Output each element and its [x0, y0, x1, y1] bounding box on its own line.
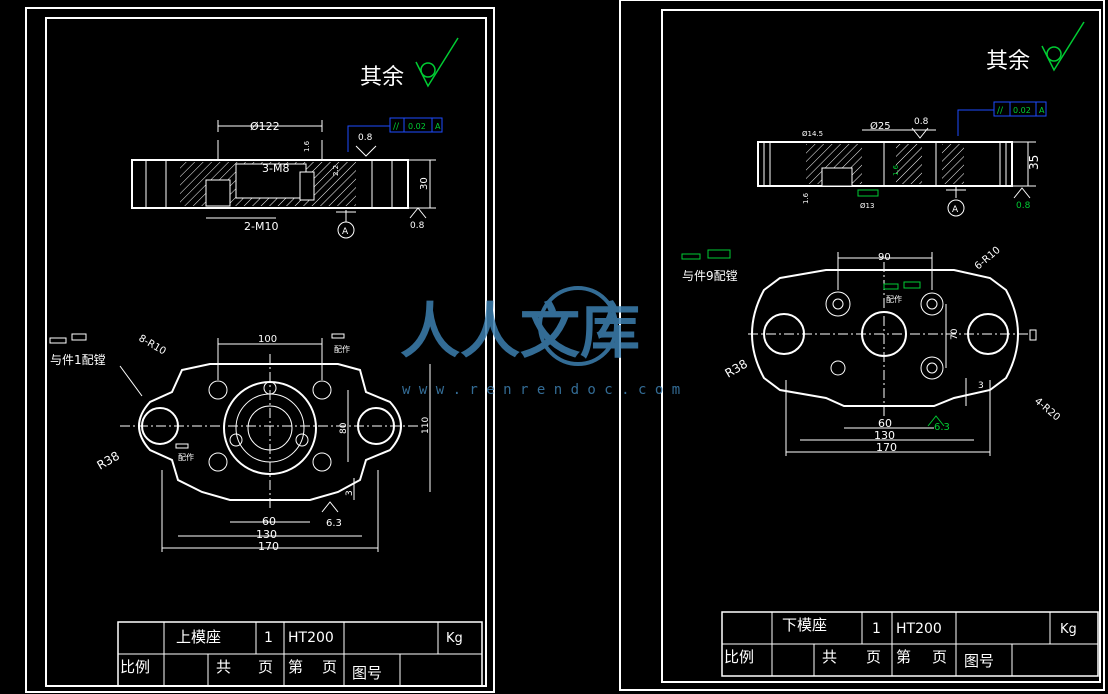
roughness-right: 0.8 — [410, 221, 425, 231]
plan-symbols — [49, 333, 345, 513]
sheet-left: 其余 Ø122 — [25, 7, 495, 693]
unit-right: Kg — [1060, 622, 1077, 637]
dim-hole: Ø14.5 — [802, 130, 823, 138]
material-right: HT200 — [896, 621, 942, 637]
page-label: 页 — [258, 658, 273, 676]
sheet-label-right: 第 — [896, 648, 911, 666]
thread-bottom: 2-M10 — [244, 220, 278, 233]
dim-130: 130 — [256, 528, 277, 541]
dim-170-right: 170 — [876, 441, 897, 454]
roughness-plan-right: 6.3 — [934, 422, 950, 433]
sheet-label: 第 — [288, 658, 303, 676]
section-view-right — [757, 129, 1036, 217]
surface-note: 其余 — [360, 65, 404, 90]
note-mate-right: 与件9配镗 — [682, 269, 738, 283]
scale-label: 比例 — [120, 658, 150, 676]
note-mate: 与件1配镗 — [50, 353, 106, 367]
watermark: 人人文库 w w w . r e n r e n d o c . c o m — [400, 286, 680, 398]
watermark-logo-icon — [538, 286, 618, 366]
title-block-right — [721, 611, 1099, 677]
dim-60: 60 — [262, 515, 276, 528]
fillet-top: 6-R10 — [973, 245, 1003, 272]
roughness-top: 0.8 — [358, 133, 373, 143]
page-label-right: 页 — [866, 648, 881, 666]
plan-view — [120, 338, 431, 552]
radius-label: R38 — [95, 449, 122, 473]
note-pin-top: 配作 — [334, 344, 350, 354]
part-name-right: 下模座 — [782, 616, 827, 634]
datum-label-right: A — [952, 205, 959, 215]
roughness-symbol-icon — [1041, 21, 1085, 72]
fillet-bottom: 4-R20 — [1032, 396, 1062, 423]
part-name: 上模座 — [176, 628, 221, 646]
tolerance-frame: // A — [347, 117, 443, 152]
dim-60-right: 60 — [878, 417, 892, 430]
plan-view-right — [681, 249, 1037, 456]
roughness-side-right: 1.6 — [802, 192, 810, 204]
roughness-symbol-icon — [415, 37, 459, 88]
datum-label: A — [342, 227, 349, 237]
roughness-side: 1.6 — [303, 140, 311, 152]
dim-90: 90 — [878, 252, 891, 263]
dim-80: 80 — [339, 422, 349, 434]
watermark-url: w w w . r e n r e n d o c . c o m — [402, 382, 680, 398]
sheet-right-inner-border — [661, 9, 1101, 683]
surface-note-right: 其余 — [986, 49, 1030, 74]
dim-170: 170 — [258, 540, 279, 553]
page-label-2: 页 — [322, 658, 337, 676]
dim-height: 30 — [419, 177, 430, 190]
dim-70: 70 — [950, 328, 960, 340]
drawing-no-label: 图号 — [352, 664, 382, 682]
tolerance-value-right: 0.02 — [1013, 106, 1031, 115]
tolerance-frame-right: // A — [957, 101, 1047, 136]
sheet-right: 其余 Ø25 Ø14.5 Ø1 — [619, 0, 1105, 691]
dim-3: 3 — [345, 490, 355, 496]
dim-width-right: Ø25 — [870, 120, 891, 132]
roughness-mid-right: 1.6 — [892, 164, 900, 176]
fillet-label: 8-R10 — [137, 333, 168, 357]
title-block-left — [117, 621, 483, 687]
page-label-2-right: 页 — [932, 648, 947, 666]
roughness-right-right: 0.8 — [1016, 201, 1031, 211]
watermark-brand: 人人文库 — [400, 297, 640, 367]
dim-3-right: 3 — [978, 381, 984, 391]
dim-130-right: 130 — [874, 429, 895, 442]
svg-text://: // — [393, 122, 400, 132]
sheet-right-outer-border — [619, 0, 1105, 691]
dim-width: Ø122 — [250, 120, 280, 133]
tolerance-value: 0.02 — [408, 122, 426, 131]
tolerance-datum: A — [435, 122, 441, 131]
note-pin-right: 配作 — [886, 294, 902, 304]
svg-text://: // — [997, 106, 1004, 116]
unit: Kg — [446, 631, 463, 646]
dim-height-right: 35 — [1027, 155, 1041, 170]
qty-right: 1 — [872, 621, 881, 637]
tolerance-datum-right: A — [1039, 106, 1045, 115]
roughness-top-right: 0.8 — [914, 117, 929, 127]
dim-100: 100 — [258, 334, 277, 345]
radius-label-right: R38 — [723, 357, 750, 381]
note-pin: 配作 — [178, 452, 194, 462]
dim-110: 110 — [421, 417, 431, 434]
total-label: 共 — [216, 658, 231, 676]
thread-top: 3-M8 — [262, 162, 289, 175]
sheet-left-outer-border — [25, 7, 495, 693]
dim-hole2: Ø13 — [860, 202, 874, 210]
material: HT200 — [288, 630, 334, 646]
small-dim: 2.2 — [332, 165, 340, 176]
scale-label-right: 比例 — [724, 648, 754, 666]
drawing-no-label-right: 图号 — [964, 652, 994, 670]
roughness-plan: 6.3 — [326, 518, 342, 529]
total-label-right: 共 — [822, 648, 837, 666]
qty: 1 — [264, 630, 273, 646]
section-view — [131, 120, 436, 239]
